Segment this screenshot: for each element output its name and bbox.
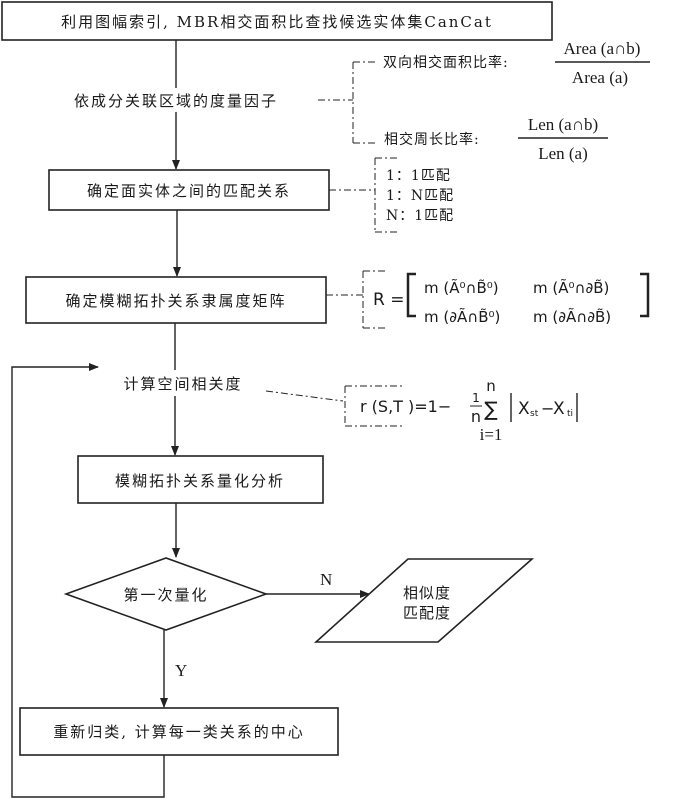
area-denominator: Area (a) (572, 68, 628, 87)
sum-lower: i=1 (480, 425, 503, 444)
step6-node: 模糊拓扑关系量化分析 (77, 455, 324, 504)
step1-text: 利用图幅索引, MBR相交面积比查找候选实体集CanCat (61, 13, 493, 31)
area-ratio: 双向相交面积比率: Area (a∩b) Area (a) (383, 39, 650, 87)
output-line1: 相似度 (403, 584, 451, 602)
correlation-formula: r (S,T )=1− 1 n n ∑ i=1 X st − X ti (360, 377, 578, 444)
step6-box (77, 455, 324, 504)
step5-label: 计算空间相关度 (123, 375, 242, 393)
correlation-connector (265, 390, 344, 402)
loop-back-connector (11, 363, 165, 798)
sum-symbol: ∑ (484, 397, 498, 421)
step4-box (25, 276, 327, 324)
term-x2: X (553, 399, 565, 419)
correlation-lhs: r (S,T )=1− (360, 397, 451, 416)
term-x1: X (518, 399, 530, 419)
step4-text: 确定模糊拓扑关系隶属度矩阵 (65, 292, 286, 310)
term-sub2: ti (567, 409, 573, 419)
step1-node: 利用图幅索引, MBR相交面积比查找候选实体集CanCat (1, 1, 553, 41)
matrix-lhs: R = (373, 290, 404, 310)
decision-text: 第一次量化 (123, 586, 208, 604)
branch-yes-label: Y (175, 661, 187, 680)
matching-type-1-1: 1：1匹配 (386, 168, 451, 184)
matching-type-1-n: 1：N匹配 (386, 188, 454, 204)
membership-matrix: R = m (Ã⁰∩B̃⁰) m (Ã⁰∩∂B̃) m (∂Ã∩B̃⁰) m (… (373, 272, 650, 326)
area-numerator: Area (a∩b) (564, 39, 641, 58)
term-sub1: st (530, 409, 539, 419)
len-denominator: Len (a) (538, 144, 588, 163)
len-ratio-label: 相交周长比率: (384, 131, 480, 148)
correlation-dash-bracket (344, 385, 402, 427)
len-numerator: Len (a∩b) (528, 115, 598, 134)
area-ratio-label: 双向相交面积比率: (383, 54, 509, 71)
measure-bracket (352, 61, 378, 144)
matrix-left-bracket (406, 272, 416, 318)
step3-node: 确定面实体之间的匹配关系 (48, 169, 330, 211)
matrix-right-bracket (640, 272, 650, 318)
sum-upper: n (486, 377, 496, 395)
matrix-r1c2: m (Ã⁰∩∂B̃) (533, 278, 609, 297)
matching-bracket (374, 157, 398, 233)
step7-node: 重新归类, 计算每一类关系的中心 (19, 707, 339, 756)
step6-text: 模糊拓扑关系量化分析 (115, 472, 285, 490)
matrix-dash-bracket (362, 270, 387, 329)
output-line2: 匹配度 (403, 604, 451, 622)
correlation-frac-den: n (471, 407, 481, 426)
step3-text: 确定面实体之间的匹配关系 (87, 182, 291, 200)
len-ratio: 相交周长比率: Len (a∩b) Len (a) (384, 115, 608, 163)
matching-type-n-1: N：1匹配 (386, 208, 454, 224)
term-minus: − (541, 399, 554, 418)
step7-text: 重新归类, 计算每一类关系的中心 (53, 723, 305, 741)
matrix-r2c1: m (∂Ã∩B̃⁰) (424, 307, 500, 326)
branch-no-label: N (320, 570, 332, 589)
correlation-frac-num: 1 (472, 391, 480, 405)
step4-node: 确定模糊拓扑关系隶属度矩阵 (25, 276, 327, 324)
matrix-r1c1: m (Ã⁰∩B̃⁰) (424, 278, 499, 297)
step1-box (1, 1, 553, 41)
output-node: 相似度 匹配度 (313, 558, 535, 643)
decision-node: 第一次量化 (63, 557, 269, 631)
step7-box (19, 707, 339, 756)
matrix-r2c2: m (∂Ã∩∂B̃) (533, 307, 611, 326)
matching-types: 1：1匹配 1：N匹配 N：1匹配 (386, 168, 454, 224)
output-parallelogram (313, 558, 535, 643)
step2-label: 依成分关联区域的度量因子 (74, 92, 278, 110)
